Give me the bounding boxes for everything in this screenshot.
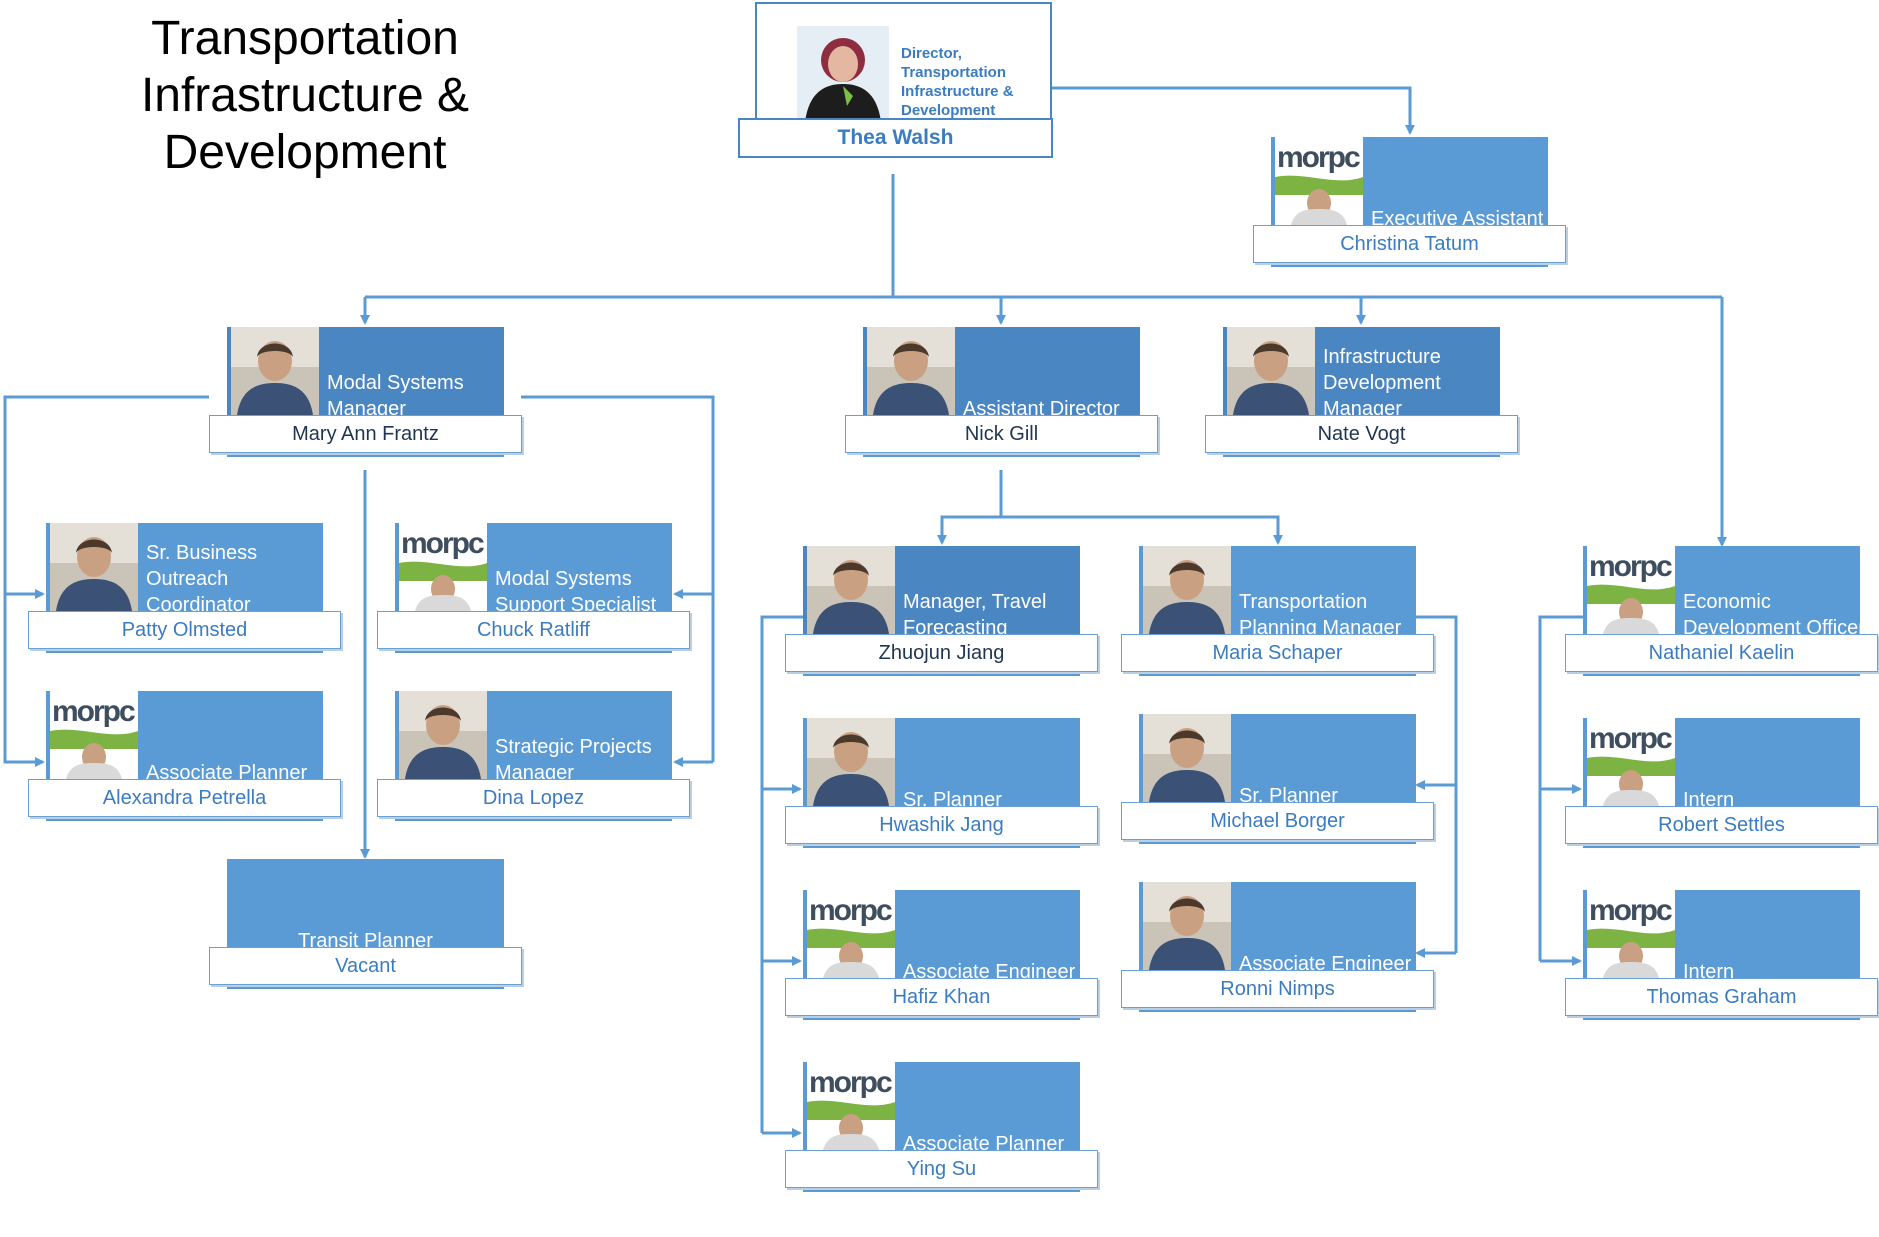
hwashik-role: Sr. Planner — [903, 789, 1002, 811]
thomas-photo: morpc — [1587, 890, 1675, 978]
transit-role: Transit Planner — [298, 930, 433, 952]
robert-role: Intern — [1683, 789, 1735, 811]
hafiz-role: Associate Engineer — [903, 961, 1076, 983]
director-role: Director, Transportation Infrastructure … — [901, 45, 1014, 119]
assistant-role: Assistant Director — [963, 398, 1120, 420]
hwashik-name: Hwashik Jang — [785, 806, 1098, 844]
infra-role: Infrastructure Development Manager — [1323, 346, 1441, 420]
connector-assistant-down — [937, 470, 1003, 545]
exec-photo: morpc — [1275, 137, 1363, 225]
zhuojun-name: Zhuojun Jiang — [785, 634, 1098, 672]
patty-name: Patty Olmsted — [28, 611, 341, 649]
maria-role: Transportation Planning Manager — [1239, 591, 1402, 639]
nathaniel-name: Nathaniel Kaelin — [1565, 634, 1878, 672]
michael-name: Michael Borger — [1121, 802, 1434, 840]
robert-photo: morpc — [1587, 718, 1675, 806]
connector-maria-bracket — [1413, 615, 1458, 953]
infra-name: Nate Vogt — [1205, 415, 1518, 453]
robert-name: Robert Settles — [1565, 806, 1878, 844]
svg-text:morpc: morpc — [1589, 550, 1672, 583]
modal-name: Mary Ann Frantz — [209, 415, 522, 453]
assistant-photo — [867, 327, 955, 415]
alexandra-role: Associate Planner — [146, 762, 308, 784]
director-photo — [797, 26, 889, 122]
chuck-name: Chuck Ratliff — [377, 611, 690, 649]
ying-name: Ying Su — [785, 1150, 1098, 1188]
svg-text:morpc: morpc — [809, 894, 892, 927]
assistant-name: Nick Gill — [845, 415, 1158, 453]
ying-photo: morpc — [807, 1062, 895, 1150]
card-director[interactable]: Director, Transportation Infrastructure … — [738, 2, 1053, 174]
patty-role: Sr. Business Outreach Coordinator — [146, 542, 258, 616]
nathaniel-role: Economic Development Officer — [1683, 591, 1865, 639]
svg-text:morpc: morpc — [1277, 141, 1360, 174]
exec-name: Christina Tatum — [1253, 225, 1566, 263]
hwashik-photo — [807, 718, 895, 806]
ronni-photo — [1143, 882, 1231, 970]
thomas-role: Intern — [1683, 961, 1735, 983]
modal-role: Modal Systems Manager — [327, 372, 464, 420]
connector-nathaniel-bracket — [1538, 615, 1584, 961]
michael-role: Sr. Planner — [1239, 785, 1338, 807]
dina-photo — [399, 691, 487, 779]
org-chart: Transportation Infrastructure & Developm… — [3, 2, 1878, 1192]
thomas-name: Thomas Graham — [1565, 978, 1878, 1016]
alexandra-name: Alexandra Petrella — [28, 779, 341, 817]
alexandra-photo: morpc — [50, 691, 138, 779]
hafiz-name: Hafiz Khan — [785, 978, 1098, 1016]
chuck-photo: morpc — [399, 523, 487, 611]
ronni-name: Ronni Nimps — [1121, 970, 1434, 1008]
connector-director-exec — [1031, 86, 1415, 135]
title-line-1: Transportation — [151, 12, 459, 65]
connector-lines — [3, 86, 1727, 1138]
modal-photo — [231, 327, 319, 415]
svg-text:morpc: morpc — [809, 1066, 892, 1099]
nathaniel-photo: morpc — [1587, 546, 1675, 634]
zhuojun-role: Manager, Travel Forecasting — [903, 591, 1047, 639]
hafiz-photo: morpc — [807, 890, 895, 978]
dina-role: Strategic Projects Manager — [495, 736, 652, 784]
chart-title: Transportation Infrastructure & Developm… — [80, 10, 530, 181]
connector-assistant-right — [1001, 515, 1283, 545]
chuck-role: Modal Systems Support Specialist — [495, 568, 657, 616]
title-line-3: Development — [163, 126, 447, 179]
maria-name: Maria Schaper — [1121, 634, 1434, 672]
infra-photo — [1227, 327, 1315, 415]
ying-role: Associate Planner — [903, 1133, 1065, 1155]
dina-name: Dina Lopez — [377, 779, 690, 817]
svg-text:morpc: morpc — [52, 695, 135, 728]
svg-text:morpc: morpc — [401, 527, 484, 560]
svg-text:morpc: morpc — [1589, 894, 1672, 927]
maria-photo — [1143, 546, 1231, 634]
patty-photo — [50, 523, 138, 611]
exec-role: Executive Assistant — [1371, 208, 1544, 230]
zhuojun-photo — [807, 546, 895, 634]
title-line-2: Infrastructure & — [140, 69, 470, 122]
connector-modal-right — [521, 395, 715, 762]
ronni-role: Associate Engineer — [1239, 953, 1412, 975]
transit-name: Vacant — [209, 947, 522, 985]
svg-text:morpc: morpc — [1589, 722, 1672, 755]
director-name: Thea Walsh — [738, 118, 1053, 158]
michael-photo — [1143, 714, 1231, 802]
